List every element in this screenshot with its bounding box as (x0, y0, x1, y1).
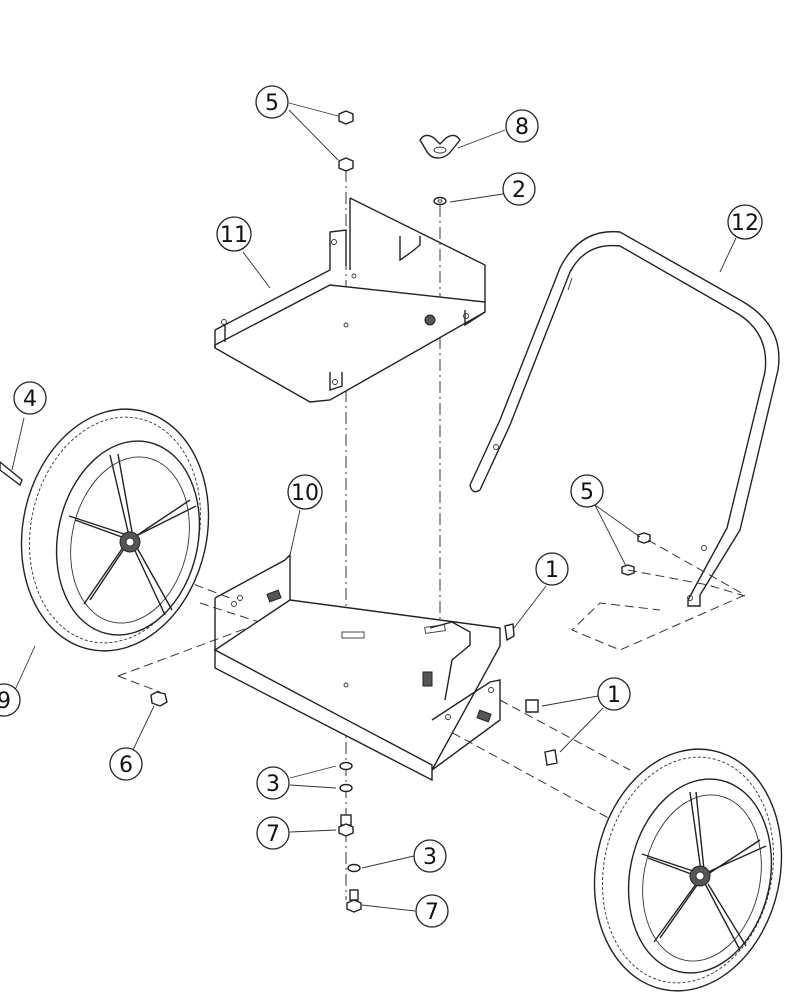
callout-7-lower: 7 (415, 894, 449, 928)
svg-text:4: 4 (23, 387, 37, 412)
nut-6 (150, 691, 168, 707)
svg-text:1: 1 (607, 683, 621, 708)
svg-text:11: 11 (220, 223, 248, 248)
callout-3-lower: 3 (413, 839, 447, 873)
callout-11: 11 (216, 216, 252, 252)
base-frame (213, 553, 501, 782)
tray-bracket (214, 197, 486, 403)
washer-3-lower (347, 863, 361, 873)
axle-pin-4 (0, 461, 23, 487)
bolt-7-lower (346, 889, 362, 913)
bolt-7-upper (338, 814, 354, 837)
wheel-right (593, 748, 783, 992)
washer-2 (433, 196, 447, 206)
handle (469, 230, 780, 607)
callout-7-upper: 7 (256, 816, 290, 850)
callout-5-top: 5 (255, 85, 289, 119)
svg-text:9: 9 (0, 689, 11, 714)
handle-assembly-path (571, 539, 747, 651)
callout-1-upper: 1 (535, 552, 569, 586)
svg-text:1: 1 (545, 558, 559, 583)
callout-12: 12 (727, 204, 763, 240)
callout-9: 9 (0, 683, 21, 717)
callout-2: 2 (502, 172, 536, 206)
callout-5-handle: 5 (570, 474, 604, 508)
wheel-left (20, 408, 210, 652)
top-nut-5 (338, 110, 354, 125)
callout-4: 4 (13, 381, 47, 415)
svg-text:6: 6 (119, 753, 133, 778)
callout-8: 8 (505, 109, 539, 143)
svg-text:10: 10 (291, 481, 319, 506)
callout-6: 6 (109, 747, 143, 781)
svg-text:5: 5 (580, 480, 594, 505)
callout-10: 10 (287, 474, 323, 510)
svg-text:5: 5 (265, 91, 279, 116)
svg-text:3: 3 (423, 845, 437, 870)
callout-1-lower: 1 (597, 677, 631, 711)
svg-text:2: 2 (512, 178, 526, 203)
handle-nuts-5 (621, 532, 651, 576)
wing-nut-8 (419, 134, 461, 159)
top-nut-5-lower (338, 157, 354, 172)
callout-3-upper: 3 (256, 766, 290, 800)
leader-lines (11, 102, 737, 912)
svg-text:12: 12 (731, 211, 759, 236)
svg-text:7: 7 (266, 822, 280, 847)
svg-text:8: 8 (515, 115, 529, 140)
bolts-1 (504, 623, 558, 766)
svg-text:3: 3 (266, 772, 280, 797)
svg-text:7: 7 (425, 900, 439, 925)
washer-3-upper (339, 761, 353, 793)
